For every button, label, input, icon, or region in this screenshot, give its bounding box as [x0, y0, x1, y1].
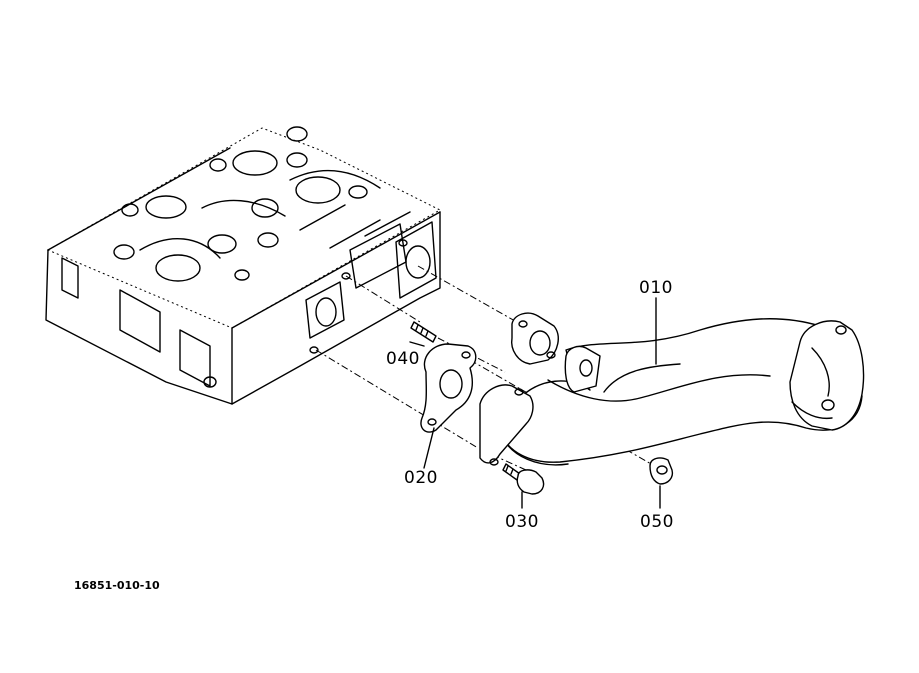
callout-010: 010: [639, 278, 673, 298]
callout-020: 020: [404, 468, 438, 488]
nut-050: [649, 457, 674, 485]
cylinder-head: [45, 126, 442, 405]
exhaust-manifold-010: [479, 312, 865, 466]
callout-leaders: [409, 297, 661, 509]
callout-030: 030: [505, 512, 539, 532]
callout-050: 050: [640, 512, 674, 532]
reference-code: 16851-010-10: [74, 579, 160, 592]
gasket-020: [420, 343, 477, 433]
callout-040: 040: [386, 349, 420, 369]
bolt-030: [502, 463, 545, 495]
stud-040: [410, 321, 437, 343]
